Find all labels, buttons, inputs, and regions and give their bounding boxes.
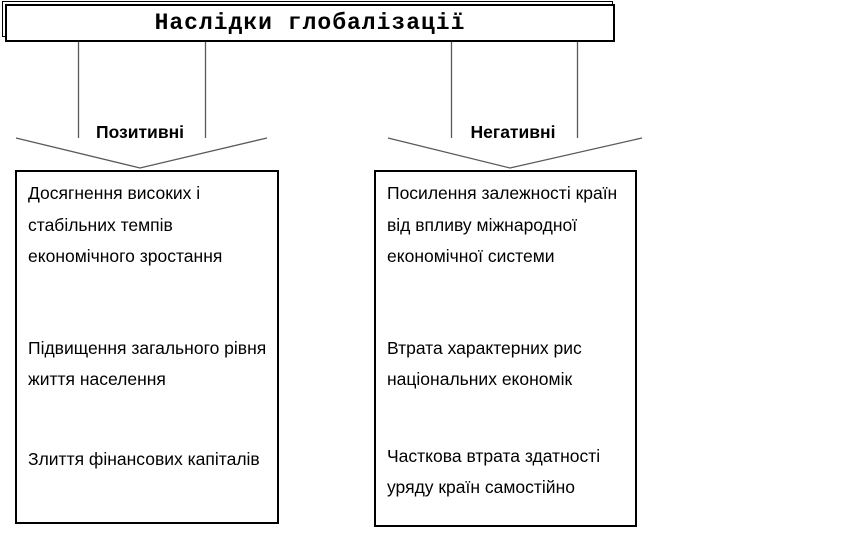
negative-branch-label: Негативні (468, 122, 558, 143)
down-arrow-positive-icon (15, 42, 268, 169)
positive-item: Злиття фінансових капіталів (28, 448, 260, 469)
positive-item: Підвищення загального рівня життя населе… (28, 337, 267, 390)
positive-branch-label: Позитивні (93, 122, 187, 143)
negative-box: Посилення залежності країн від впливу мі… (374, 170, 637, 527)
negative-item: Посилення залежності країн від впливу мі… (387, 183, 618, 266)
down-arrow-negative-icon (387, 42, 643, 169)
positive-box: Досягнення високих і стабільних темпів е… (15, 170, 279, 524)
title-box: Наслідки глобалізації (5, 4, 615, 42)
diagram-title: Наслідки глобалізації (154, 10, 466, 36)
negative-item: Втрата характерних рис національних екон… (387, 337, 582, 390)
negative-item: Часткова втрата здатності уряду країн са… (387, 445, 601, 498)
positive-item: Досягнення високих і стабільних темпів е… (28, 183, 223, 266)
